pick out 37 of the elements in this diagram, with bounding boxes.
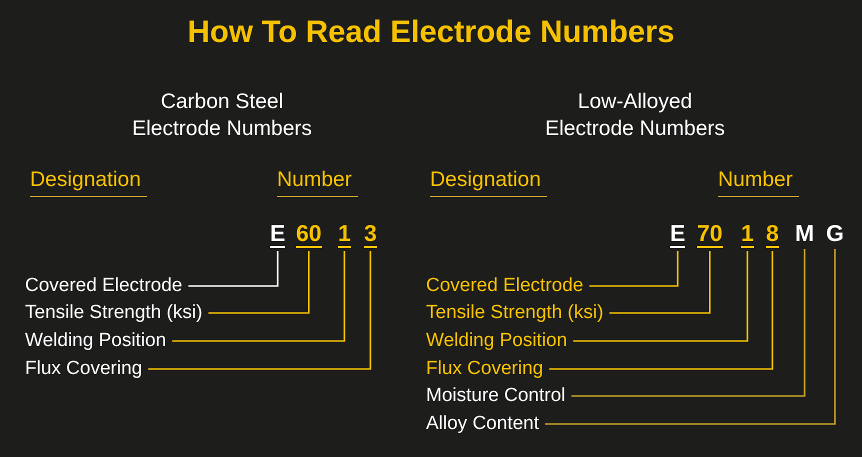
leader-line: [549, 251, 774, 370]
description-text: Tensile Strength (ksi): [426, 302, 604, 324]
code-character: M: [795, 220, 814, 246]
leader-line: [573, 251, 748, 342]
leader-line: [609, 251, 711, 314]
leader-line: [545, 249, 836, 425]
description-text: Flux Covering: [25, 358, 142, 380]
code-character: 60: [296, 220, 322, 248]
description-text: Covered Electrode: [426, 275, 584, 297]
description-text: Tensile Strength (ksi): [25, 302, 202, 324]
description-text: Welding Position: [426, 330, 568, 352]
code-character: G: [826, 220, 844, 246]
description-text: Welding Position: [25, 330, 166, 352]
code-character: 8: [766, 220, 779, 248]
description-text: Flux Covering: [426, 358, 544, 380]
code-character: 3: [364, 220, 377, 248]
code-character: 70: [697, 220, 723, 248]
description-text: Covered Electrode: [25, 275, 182, 297]
leader-line: [208, 251, 310, 314]
title: How To Read Electrode Numbers: [186, 14, 676, 50]
column-heading: Designation: [430, 168, 547, 197]
leader-line: [589, 251, 678, 287]
leader-line: [148, 251, 372, 370]
column-heading: Designation: [30, 168, 147, 197]
code-character: E: [670, 220, 686, 248]
column-heading: Number: [718, 168, 799, 197]
code-character: 1: [338, 220, 351, 248]
section-heading: Low-Alloyed Electrode Numbers: [544, 89, 726, 142]
leader-line: [188, 251, 278, 287]
section-heading: Carbon Steel Electrode Numbers: [131, 89, 313, 142]
description-text: Alloy Content: [426, 413, 540, 435]
column-heading: Number: [277, 168, 358, 197]
code-character: E: [270, 220, 286, 248]
leader-line: [172, 251, 346, 342]
leader-line: [571, 249, 806, 397]
code-character: 1: [741, 220, 754, 248]
description-text: Moisture Control: [426, 385, 566, 407]
